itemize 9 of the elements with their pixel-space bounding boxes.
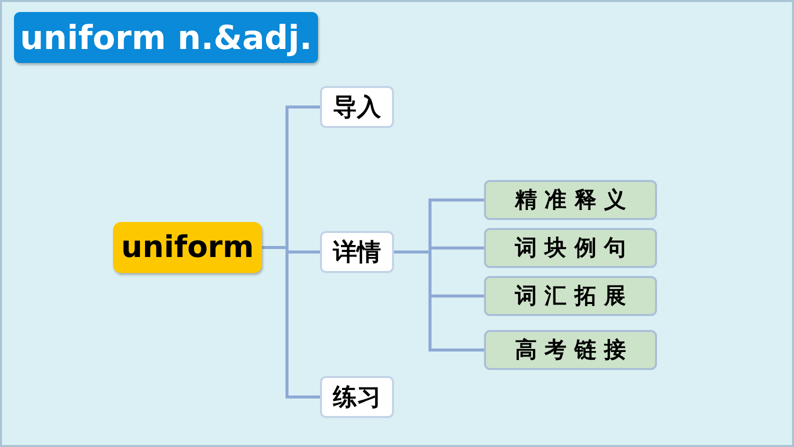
subtopic-box: 高 考 链 接 <box>484 330 657 370</box>
branch-box: 导入 <box>320 86 394 128</box>
topic-box: uniform <box>113 222 262 273</box>
branch-box: 详情 <box>320 231 394 273</box>
title-banner: uniform n.&adj. <box>14 12 318 63</box>
subtopic-box: 词 块 例 句 <box>484 228 657 268</box>
branch-box: 练习 <box>320 376 394 418</box>
subtopic-box: 词 汇 拓 展 <box>484 276 657 316</box>
subtopic-box: 精 准 释 义 <box>484 180 657 220</box>
